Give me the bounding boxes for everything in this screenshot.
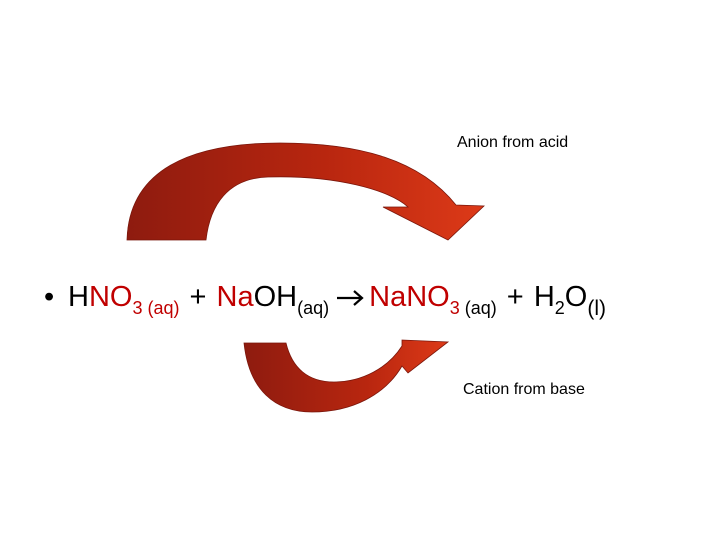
- water-oxygen: O: [564, 281, 588, 313]
- water-state: (l): [587, 297, 606, 320]
- neutralization-equation: •HNO3 (aq) + NaOH(aq)NaNO3 (aq) + H2O(l): [44, 279, 606, 320]
- product-state: (aq): [459, 298, 497, 318]
- base-state: (aq): [297, 298, 330, 318]
- acid-hydrogen: H: [68, 281, 89, 313]
- plus-sign-2: +: [498, 281, 532, 313]
- base-hydroxide: OH: [253, 281, 298, 313]
- cation-from-base-label: Cation from base: [463, 381, 585, 398]
- acid-nitrate-subscript: 3: [132, 298, 143, 318]
- anion-from-acid-label: Anion from acid: [457, 134, 569, 151]
- product-nitrate: NO: [406, 281, 450, 313]
- product-sodium: Na: [369, 281, 407, 313]
- base-sodium: Na: [216, 281, 254, 313]
- water-hydrogen: H: [533, 281, 555, 313]
- water-subscript: 2: [554, 298, 565, 318]
- product-nitrate-subscript: 3: [449, 298, 460, 318]
- reaction-arrow-icon: [337, 290, 364, 307]
- anion-arrow-body: [126, 142, 485, 241]
- bullet-point: •: [44, 281, 55, 313]
- acid-state: (aq): [142, 298, 180, 318]
- cation-arrow-body: [243, 339, 450, 413]
- acid-nitrate: NO: [88, 281, 133, 313]
- plus-sign-1: +: [181, 281, 215, 313]
